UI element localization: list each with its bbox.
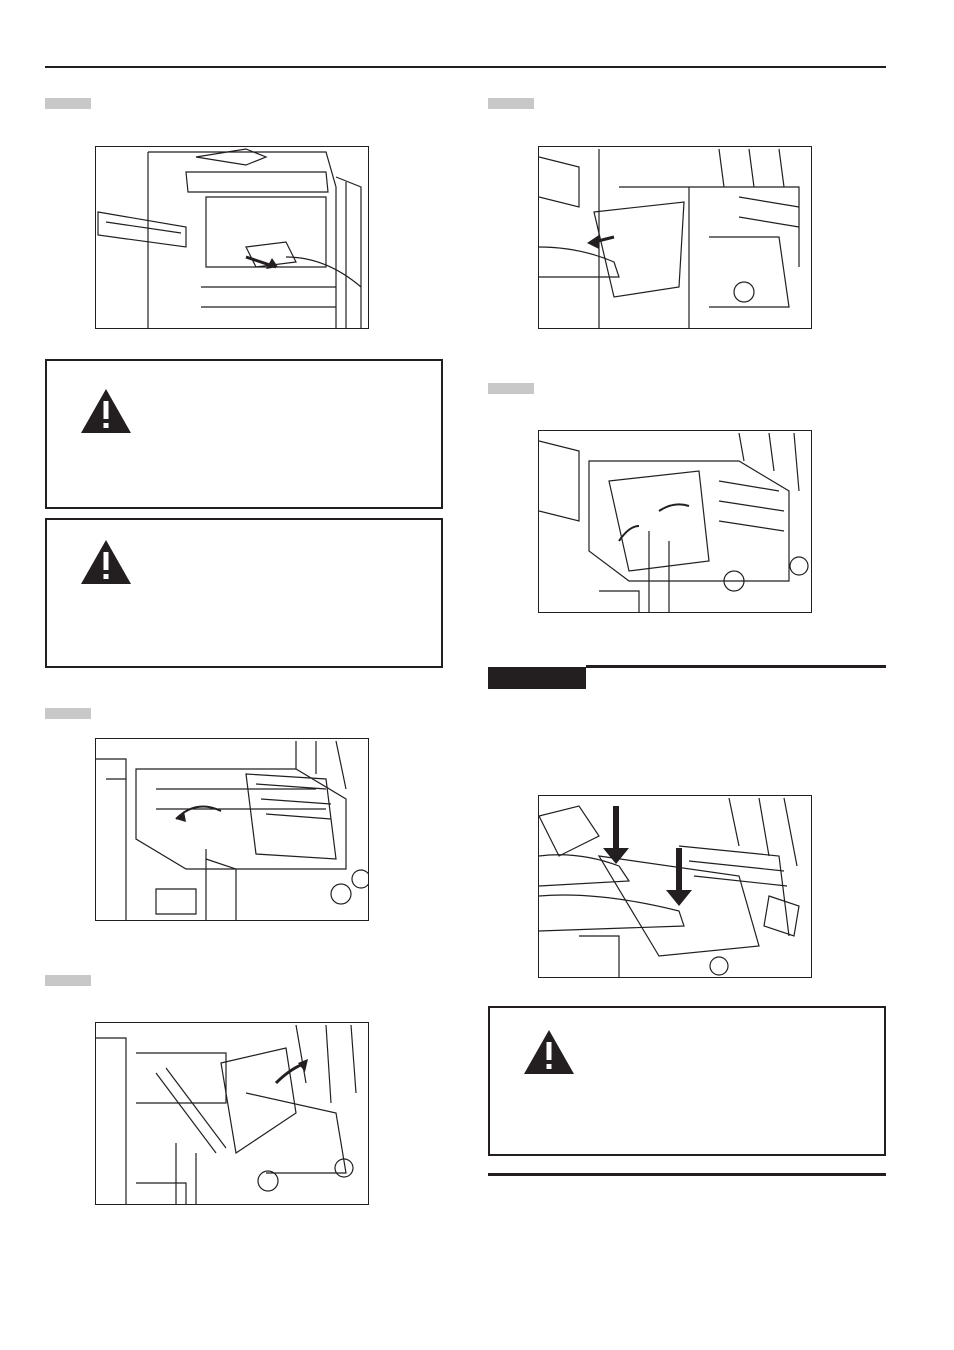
- lever-rotation-illustration: [96, 739, 368, 920]
- figure-press-down: [538, 795, 812, 978]
- copier-drawer-illustration: [96, 147, 368, 328]
- press-down-illustration: [539, 796, 811, 977]
- warning-triangle-icon: [79, 387, 133, 435]
- step-marker-2: [45, 708, 91, 719]
- warning-box-3: [488, 1006, 886, 1156]
- footer-rule: [488, 1173, 886, 1176]
- note-rule: [586, 665, 886, 668]
- figure-guide-open: [95, 1022, 369, 1205]
- lever-close-illustration: [539, 431, 811, 612]
- step-marker-4: [488, 98, 534, 109]
- step-marker-1: [45, 98, 91, 109]
- warning-box-2: [45, 518, 443, 668]
- paper-removal-illustration: [539, 147, 811, 328]
- header-rule: [45, 66, 886, 68]
- step-marker-3: [45, 975, 91, 986]
- note-label-bar: [488, 667, 586, 689]
- warning-box-1: [45, 359, 443, 509]
- warning-triangle-icon: [522, 1028, 576, 1076]
- warning-triangle-icon: [79, 538, 133, 586]
- guide-open-illustration: [96, 1023, 368, 1204]
- step-marker-5: [488, 383, 534, 394]
- figure-lever-rotation: [95, 738, 369, 921]
- figure-lever-close: [538, 430, 812, 613]
- figure-copier-drawer: [95, 146, 369, 329]
- figure-paper-removal: [538, 146, 812, 329]
